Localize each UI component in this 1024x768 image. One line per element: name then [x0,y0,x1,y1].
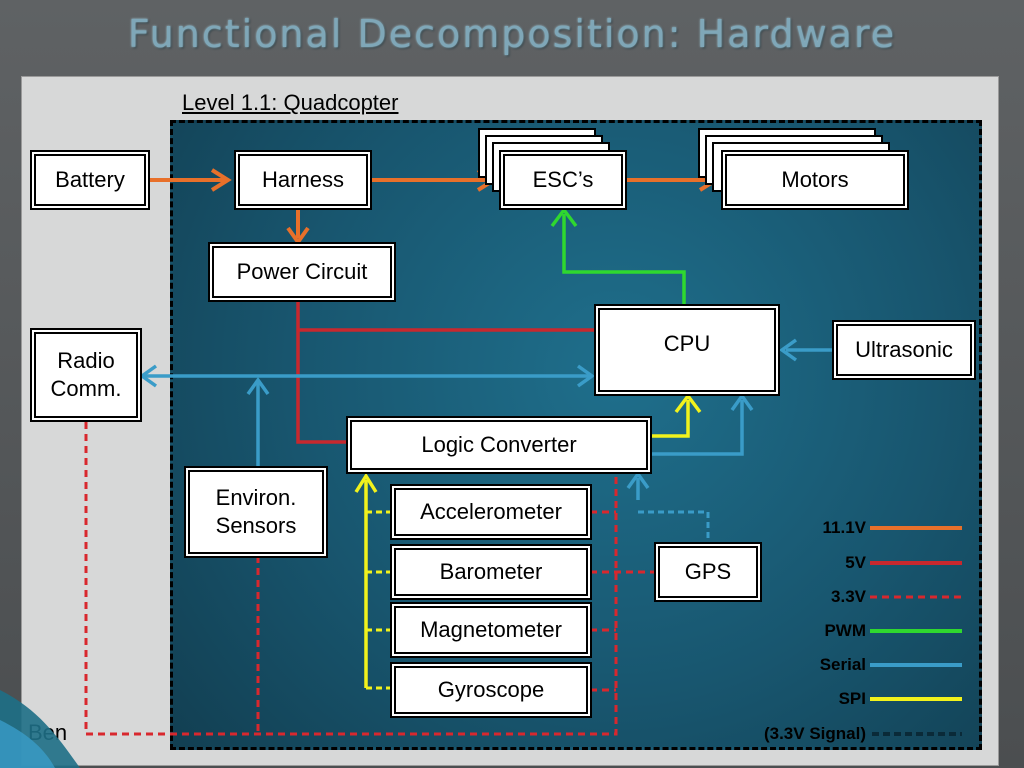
wire-spi [354,393,702,688]
level-label: Level 1.1: Quadcopter [182,90,399,115]
legend-label-serial: Serial [819,655,866,674]
magnetometer-block: Magnetometer [392,604,590,656]
legend-label-11v: 11.1V [822,518,867,537]
wire-pwm [550,207,686,306]
logic-converter-block: Logic Converter [348,418,650,472]
wire-3v3 [84,422,656,736]
slide-title: Functional Decomposition: Hardware [127,12,897,56]
gps-label: GPS [684,559,732,584]
radio-comm-block: Radio Comm. [32,330,140,420]
radio-label-line2: Comm. [50,376,122,401]
logic-converter-label: Logic Converter [421,432,577,457]
cpu-label: CPU [663,331,711,356]
cpu-block: CPU [596,306,778,394]
legend-label-spi: SPI [838,689,866,708]
corner-swoosh-decoration [0,690,80,768]
legend-label-3v3-signal: (3.3V Signal) [763,724,866,743]
legend-label-3v3: 3.3V [831,587,866,606]
barometer-block: Barometer [392,546,590,598]
harness-label: Harness [262,167,344,192]
barometer-label: Barometer [439,559,543,584]
legend-lines [870,526,962,736]
legend-label-5v: 5V [845,553,866,572]
environ-label-line2: Sensors [215,513,297,538]
wire-3v3-signal [638,510,710,544]
accelerometer-label: Accelerometer [420,499,562,524]
gps-block: GPS [656,544,760,600]
environ-label-line1: Environ. [215,485,297,510]
wire-spi-dashed [366,510,392,690]
esc-label: ESC’s [532,167,594,192]
radio-label-line1: Radio [57,348,115,373]
power-circuit-block: Power Circuit [210,244,394,300]
wire-5v [296,300,598,444]
environ-sensors-block: Environ. Sensors [186,468,326,556]
wire-11v [148,168,720,246]
gyroscope-block: Gyroscope [392,664,590,716]
battery-block: Battery [32,152,148,208]
legend-label-pwm: PWM [824,621,866,640]
battery-label: Battery [55,167,125,192]
motors-label: Motors [781,167,849,192]
power-circuit-label: Power Circuit [236,259,368,284]
motors-block: Motors [723,152,907,208]
magnetometer-label: Magnetometer [420,617,562,642]
esc-block: ESC’s [501,152,625,208]
accelerometer-block: Accelerometer [392,486,590,538]
harness-block: Harness [236,152,370,208]
gyroscope-label: Gyroscope [437,677,545,702]
ultrasonic-label: Ultrasonic [855,337,953,362]
wire-serial [138,338,832,500]
ultrasonic-block: Ultrasonic [834,322,974,378]
